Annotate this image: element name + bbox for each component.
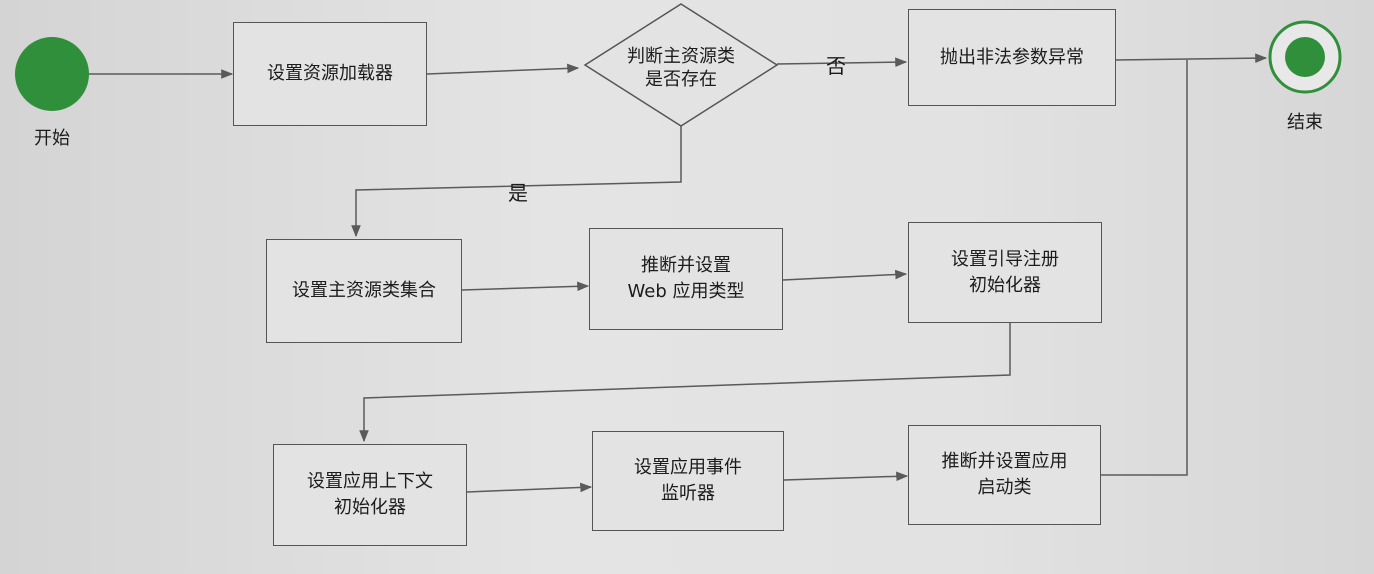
step-deduce-main-class: 推断并设置应用 启动类: [908, 425, 1101, 525]
step-deduce-web-type: 推断并设置 Web 应用类型: [589, 228, 783, 330]
edge-exception-to-end: [1114, 53, 1268, 63]
edge-context-to-listeners: [466, 482, 593, 493]
step-set-main-sources: 设置主资源类集合: [266, 239, 462, 343]
edge-main-class-to-end: [1100, 60, 1188, 476]
step-set-bootstrap-initializers: 设置引导注册 初始化器: [908, 222, 1102, 323]
edge-decision-yes-to-main-sources: [351, 126, 682, 238]
step-set-context-initializers: 设置应用上下文 初始化器: [273, 444, 467, 546]
start-label: 开始: [34, 128, 70, 149]
decision-label: 判断主资源类 是否存在: [627, 46, 735, 90]
step-throw-exception: 抛出非法参数异常: [908, 9, 1116, 106]
edge-bootstrap-to-context: [359, 323, 1011, 443]
step-set-listeners: 设置应用事件 监听器: [592, 431, 784, 531]
edge-label-no: 否: [826, 54, 846, 78]
start-node: [15, 37, 89, 111]
edge-main-sources-to-web-type: [461, 281, 590, 292]
edge-loader-to-decision: [426, 63, 580, 75]
edge-web-type-to-bootstrap: [782, 269, 908, 281]
end-node-inner: [1285, 37, 1325, 77]
edge-listeners-to-main-class: [783, 471, 909, 482]
edge-decision-to-exception: [776, 57, 908, 67]
step-set-resource-loader: 设置资源加载器: [233, 22, 427, 126]
edge-label-yes: 是: [508, 181, 528, 205]
end-label: 结束: [1287, 112, 1323, 133]
